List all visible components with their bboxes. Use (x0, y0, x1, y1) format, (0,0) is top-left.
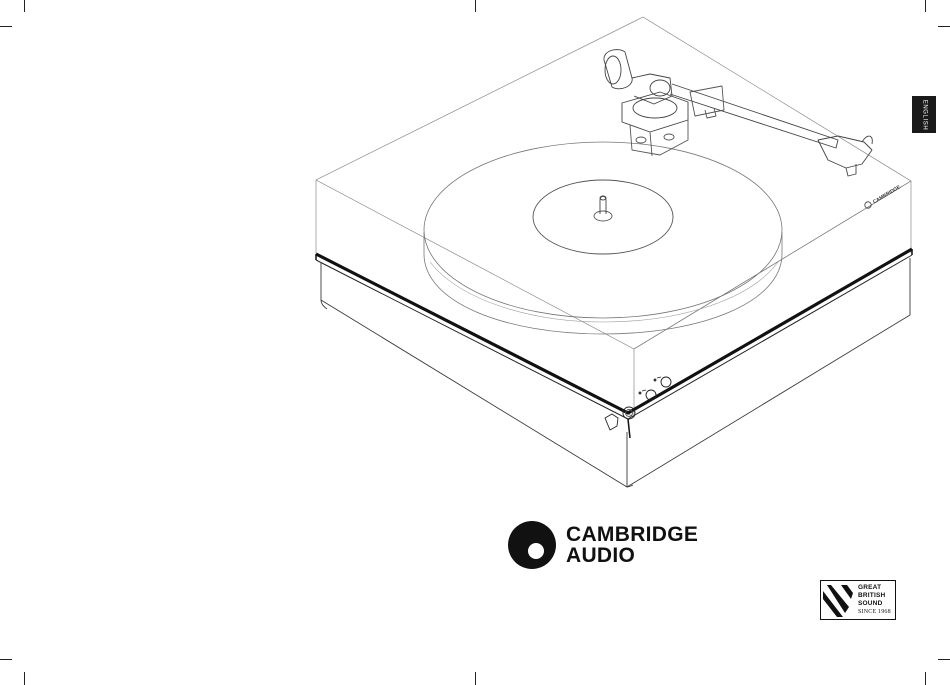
brand-line-1: CAMBRIDGE (566, 524, 698, 545)
language-tab[interactable]: ENGLISH (912, 96, 936, 133)
great-british-sound-flag-icon (821, 581, 857, 619)
lid-front-left (316, 180, 634, 417)
tagline-line-3: SOUND (858, 600, 891, 608)
device-badge-text: CAMBRIDGE (872, 184, 902, 205)
speed-45-button (661, 377, 671, 387)
counterweight (604, 50, 632, 89)
record-label (533, 180, 673, 254)
language-tab-label: ENGLISH (921, 99, 927, 130)
cambridge-audio-logo-icon (507, 520, 557, 570)
cambridge-audio-logo: CAMBRIDGE AUDIO (507, 520, 698, 570)
tagline-line-4: SINCE 1968 (858, 608, 891, 616)
plinth-right-face (627, 258, 910, 487)
brand-line-2: AUDIO (566, 545, 698, 566)
great-british-sound-badge: GREAT BRITISH SOUND SINCE 1968 (820, 580, 896, 620)
lid-front-right (634, 181, 911, 349)
plinth-trim (316, 249, 912, 413)
tagline-line-2: BRITISH (858, 592, 891, 600)
tagline-line-1: GREAT (858, 584, 891, 592)
platter-edge (424, 232, 782, 334)
